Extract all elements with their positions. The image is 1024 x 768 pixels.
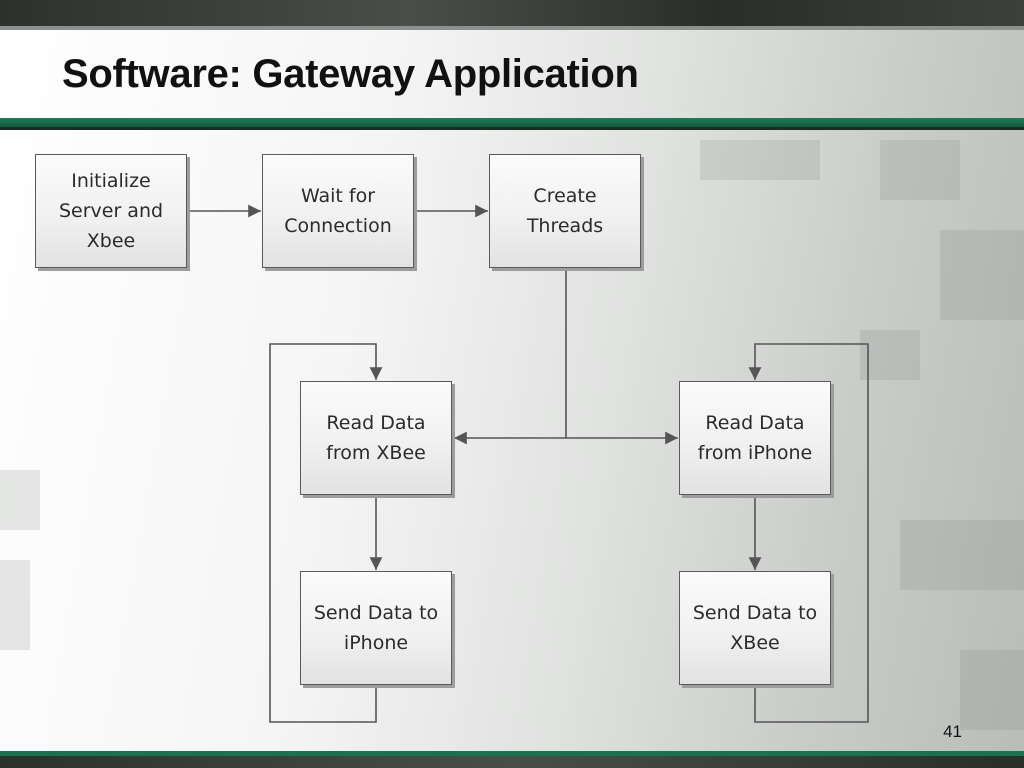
- camo-patch: [0, 470, 40, 530]
- node-send-xbee-label: Send Data to XBee: [692, 602, 818, 654]
- loop-send-xbee-to-read-iphone: [748, 343, 869, 723]
- camo-patch: [880, 140, 960, 200]
- node-read-iphone-label: Read Data from iPhone: [697, 412, 813, 464]
- node-create-threads-label: Create Threads: [526, 185, 604, 237]
- slide-number: 41: [943, 722, 962, 741]
- camo-patch: [960, 650, 1024, 730]
- node-create-threads: Create Threads: [489, 154, 641, 268]
- top-bar-stripe: [0, 26, 1024, 30]
- node-wait-label: Wait for Connection: [284, 185, 392, 237]
- top-bar: [0, 0, 1024, 26]
- bottom-band: [0, 751, 1024, 756]
- node-read-data-from-iphone: Read Data from iPhone: [679, 381, 831, 495]
- node-send-data-to-xbee: Send Data to XBee: [679, 571, 831, 685]
- camo-patch: [700, 140, 820, 180]
- camo-patch: [0, 560, 30, 650]
- node-initialize: Initialize Server and Xbee: [35, 154, 187, 268]
- slide-title: Software: Gateway Application: [62, 52, 639, 96]
- bottom-bar: [0, 756, 1024, 768]
- camo-patch: [900, 520, 1024, 590]
- node-send-data-to-iphone: Send Data to iPhone: [300, 571, 452, 685]
- loop-send-iphone-to-read-xbee: [269, 343, 383, 723]
- title-band: [0, 118, 1024, 127]
- node-wait-for-connection: Wait for Connection: [262, 154, 414, 268]
- title-band-shadow: [0, 127, 1024, 130]
- node-read-xbee-label: Read Data from XBee: [326, 412, 426, 464]
- node-initialize-label: Initialize Server and Xbee: [58, 170, 164, 252]
- camo-patch: [860, 330, 920, 380]
- node-send-iphone-label: Send Data to iPhone: [313, 602, 439, 654]
- camo-patch: [940, 230, 1024, 320]
- node-read-data-from-xbee: Read Data from XBee: [300, 381, 452, 495]
